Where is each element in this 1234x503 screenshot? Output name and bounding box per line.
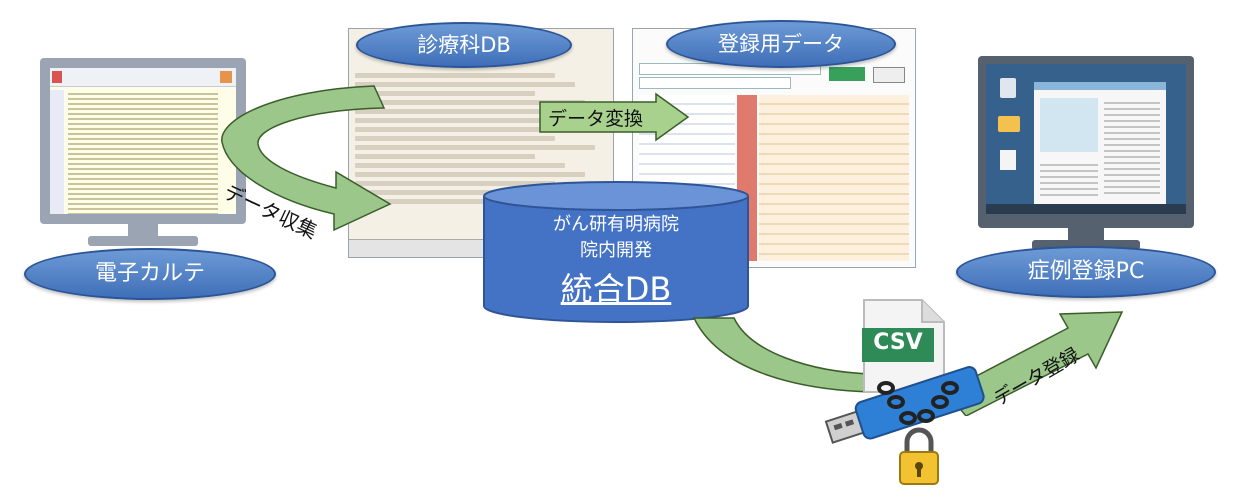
emr-monitor — [40, 58, 246, 248]
register-arrow — [944, 311, 1124, 416]
case-pc-label: 症例登録PC — [956, 246, 1216, 298]
collect-arrow — [221, 85, 392, 232]
monitor-frame — [40, 58, 246, 224]
reg-data-label: 登録用データ — [666, 20, 896, 68]
csv-label: CSV — [873, 330, 923, 355]
taskbar — [986, 204, 1186, 214]
integrated-db-cylinder — [483, 181, 749, 323]
convert-arrow — [539, 92, 690, 142]
chain-icon — [877, 381, 959, 425]
db-line1: がん研有明病院 — [553, 214, 679, 235]
csv-file-icon — [862, 299, 945, 393]
dept-db-label-text: 診療科DB — [417, 33, 511, 57]
db-line2: 院内開発 — [580, 240, 652, 261]
padlock-icon — [899, 427, 939, 485]
db-line3: 統合DB — [560, 270, 672, 308]
case-pc-label-text: 症例登録PC — [1027, 259, 1145, 284]
emr-label: 電子カルテ — [24, 248, 276, 300]
trash-icon — [1000, 78, 1016, 98]
folder-icon — [998, 116, 1020, 132]
emr-screen — [50, 68, 236, 214]
document-icon — [1000, 150, 1016, 170]
reg-data-label-text: 登録用データ — [718, 32, 844, 56]
dept-db-label: 診療科DB — [356, 22, 572, 68]
app-window — [1034, 82, 1166, 208]
convert-arrow-label: データ変換 — [548, 108, 644, 130]
case-pc-screen — [986, 64, 1186, 214]
case-pc-monitor — [978, 56, 1194, 252]
emr-label-text: 電子カルテ — [94, 261, 205, 286]
